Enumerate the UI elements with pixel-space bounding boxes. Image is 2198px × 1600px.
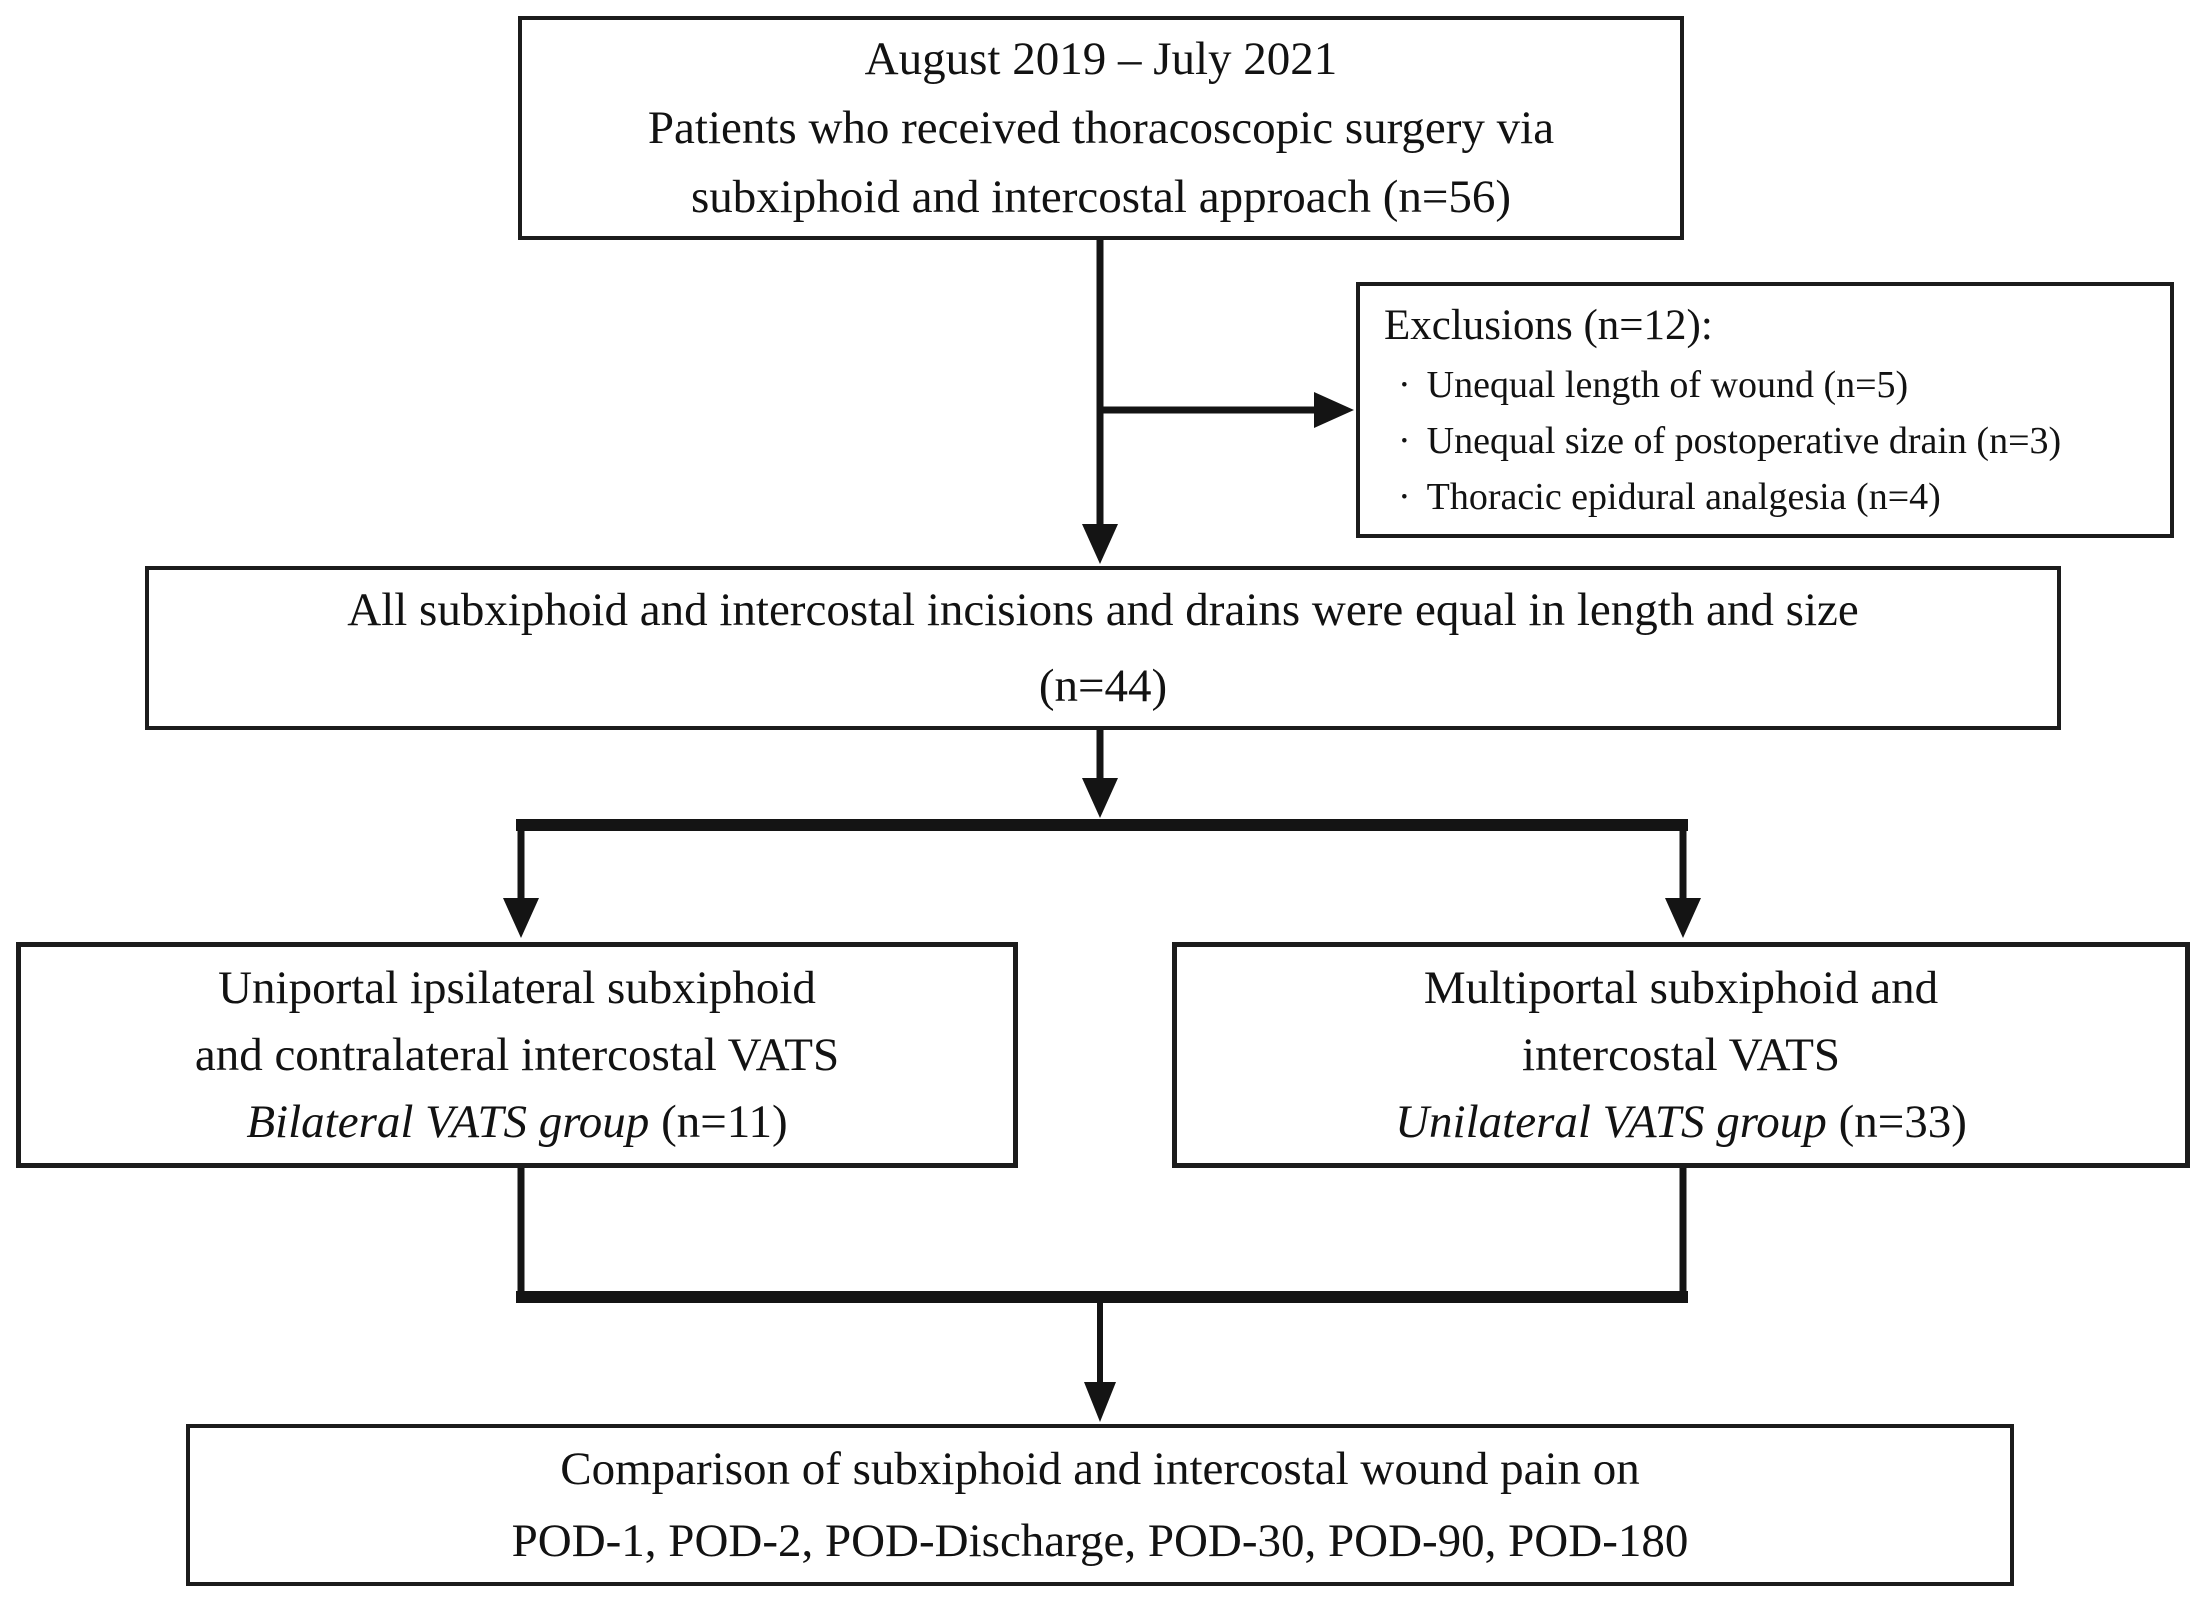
bilateral-description-line1: Uniportal ipsilateral subxiphoid bbox=[218, 961, 816, 1014]
enrollment-description-line2: subxiphoid and intercostal approach (n=5… bbox=[690, 170, 1512, 223]
exclusion-item-text: Unequal size of postoperative drain (n=3… bbox=[1426, 420, 2062, 462]
bilateral-group-count: (n=11) bbox=[649, 1095, 788, 1148]
comparison-box: Comparison of subxiphoid and intercostal… bbox=[186, 1424, 2014, 1586]
equal-incisions-box: All subxiphoid and intercostal incisions… bbox=[145, 566, 2061, 730]
comparison-text-line2: POD-1, POD-2, POD-Discharge, POD-30, POD… bbox=[511, 1515, 1689, 1567]
equal-incisions-count: (n=44) bbox=[1038, 660, 1168, 712]
exclusion-item-text: Thoracic epidural analgesia (n=4) bbox=[1426, 476, 1941, 518]
bilateral-description-line2: and contralateral intercostal VATS bbox=[194, 1028, 840, 1081]
arrowhead-into-bilateral-box bbox=[503, 898, 539, 938]
bilateral-group-label: Bilateral VATS group (n=11) bbox=[246, 1089, 787, 1156]
exclusion-item: · Unequal size of postoperative drain (n=… bbox=[1384, 413, 2061, 469]
unilateral-description-line2: intercostal VATS bbox=[1521, 1028, 1841, 1081]
arrowhead-into-comparison-box bbox=[1084, 1382, 1116, 1422]
unilateral-group-box: Multiportal subxiphoid and intercostal V… bbox=[1172, 942, 2190, 1168]
exclusion-item: · Thoracic epidural analgesia (n=4) bbox=[1384, 469, 1941, 525]
arrowhead-into-exclusions-box bbox=[1314, 392, 1354, 428]
enrollment-description-line1: Patients who received thoracoscopic surg… bbox=[647, 101, 1555, 154]
bilateral-group-box: Uniportal ipsilateral subxiphoid and con… bbox=[16, 942, 1018, 1168]
exclusions-title: Exclusions (n=12): bbox=[1384, 302, 1713, 349]
equal-incisions-text: All subxiphoid and intercostal incisions… bbox=[347, 584, 1859, 636]
arrowhead-into-equal-box bbox=[1082, 524, 1118, 564]
exclusion-item-text: Unequal length of wound (n=5) bbox=[1426, 364, 1909, 406]
unilateral-group-name: Unilateral VATS group bbox=[1395, 1095, 1827, 1148]
bullet-icon: · bbox=[1398, 364, 1411, 406]
unilateral-description-line1: Multiportal subxiphoid and bbox=[1423, 961, 1939, 1014]
unilateral-group-label: Unilateral VATS group (n=33) bbox=[1395, 1089, 1967, 1156]
comparison-text-line1: Comparison of subxiphoid and intercostal… bbox=[560, 1443, 1640, 1495]
enrollment-box: August 2019 – July 2021 Patients who rec… bbox=[518, 16, 1684, 240]
bilateral-group-name: Bilateral VATS group bbox=[246, 1095, 650, 1148]
bullet-icon: · bbox=[1398, 476, 1411, 518]
arrowhead-onto-split-bar bbox=[1082, 778, 1118, 818]
enrollment-period: August 2019 – July 2021 bbox=[864, 32, 1338, 85]
exclusions-box: Exclusions (n=12): · Unequal length of wo… bbox=[1356, 282, 2174, 538]
arrowhead-into-unilateral-box bbox=[1665, 898, 1701, 938]
bullet-icon: · bbox=[1398, 420, 1411, 462]
exclusion-item: · Unequal length of wound (n=5) bbox=[1384, 357, 1908, 413]
unilateral-group-count: (n=33) bbox=[1826, 1095, 1967, 1148]
